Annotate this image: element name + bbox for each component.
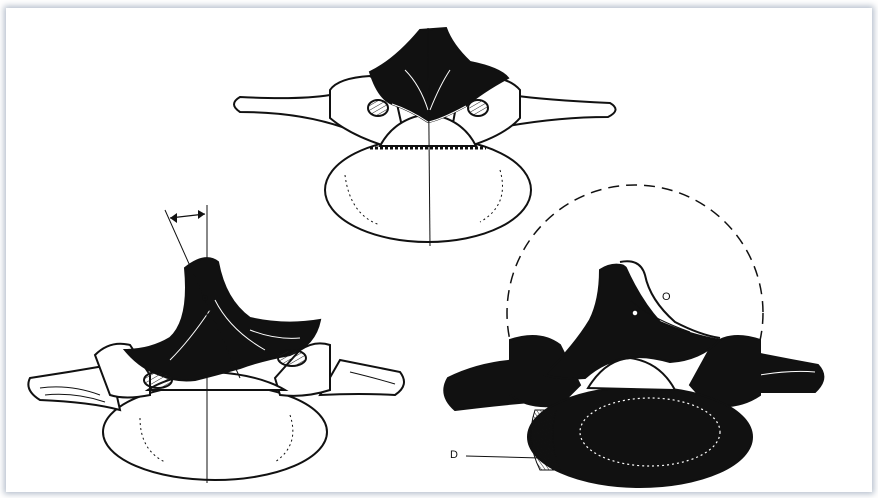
vertebra-rotated: [28, 205, 404, 483]
label-displaced-segment: D: [450, 449, 458, 461]
vertebra-normal: [234, 28, 616, 246]
vertebra-rotation-center: [444, 185, 823, 487]
label-rotation-center: O: [662, 291, 671, 303]
